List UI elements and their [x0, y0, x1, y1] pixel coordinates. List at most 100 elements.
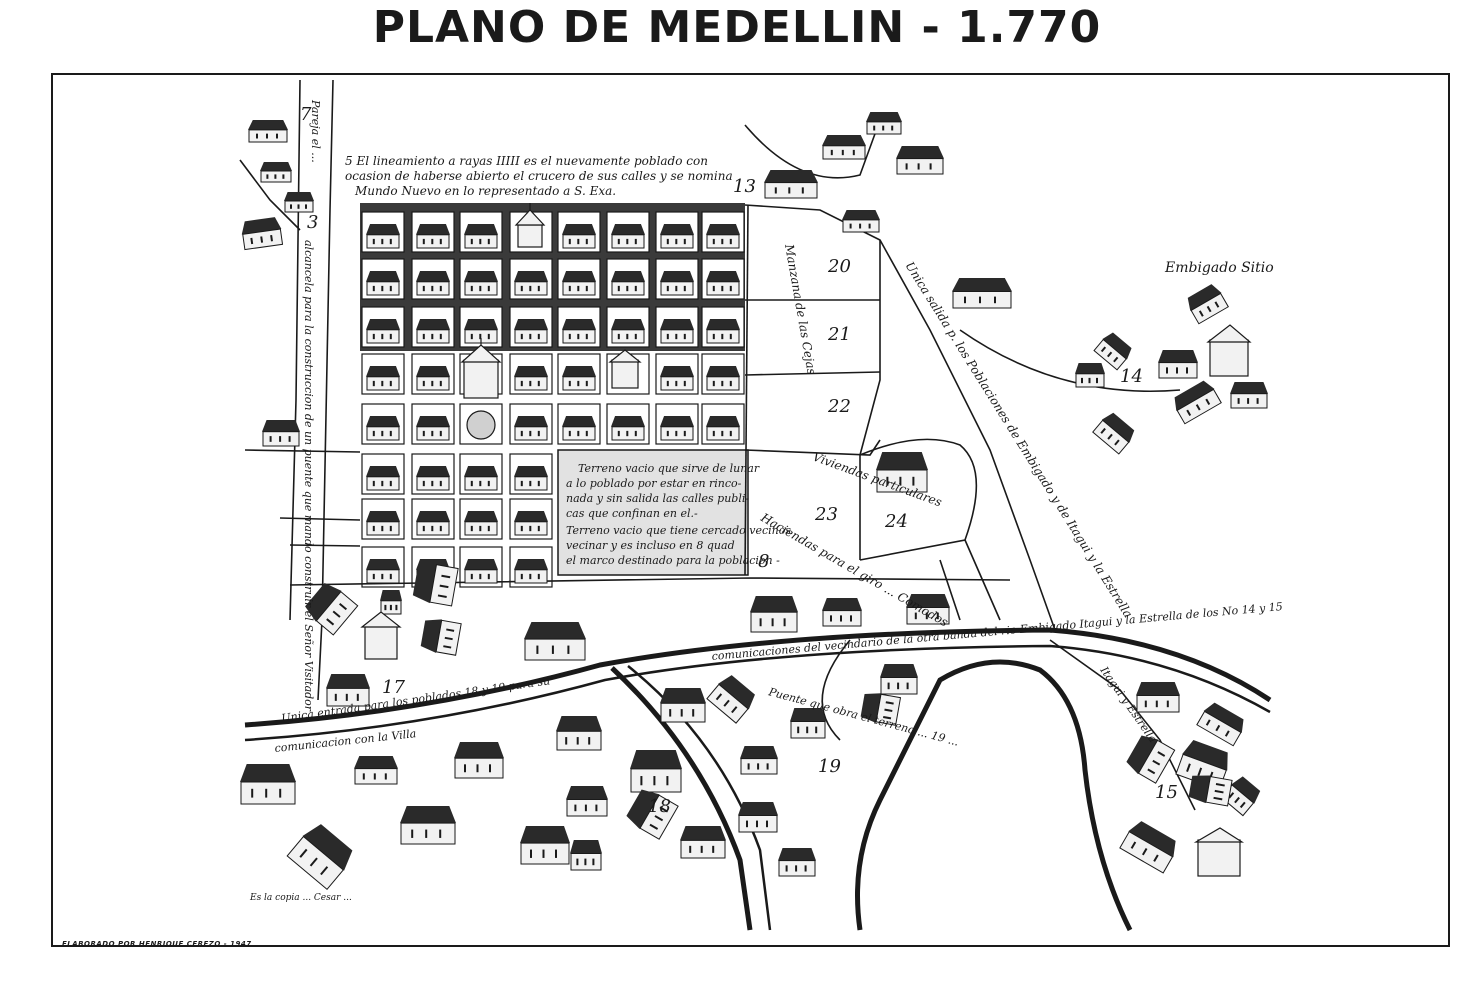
number-8: 8	[758, 551, 769, 572]
house-icon	[326, 674, 370, 707]
number-21: 21	[827, 324, 851, 345]
house-icon	[822, 598, 862, 627]
house-icon	[750, 596, 798, 633]
house-icon	[738, 802, 778, 833]
house-icon	[570, 840, 602, 871]
house-icon	[706, 675, 755, 724]
label-pareja: Pareja el ...	[309, 99, 322, 163]
note-6-line5: Terreno vacio que tiene cercado vecinos	[566, 524, 791, 537]
house-icon	[416, 466, 450, 491]
house-icon	[1136, 682, 1180, 713]
house-icon	[400, 806, 456, 845]
map-frame	[51, 73, 1450, 947]
number-15: 15	[1155, 782, 1178, 803]
house-icon	[286, 824, 353, 891]
house-icon	[706, 224, 740, 249]
number-7: 7	[300, 104, 312, 125]
house-icon	[866, 112, 902, 135]
house-icon	[626, 789, 679, 840]
credit-line: ELABORADO POR HENRIQUE CEREZO - 1947	[62, 940, 252, 948]
house-icon	[420, 619, 462, 656]
note-5-line3: Mundo Nuevo en lo representado a S. Exa.	[354, 184, 616, 198]
house-icon	[556, 716, 602, 751]
note-6-line1: Terreno vacio que sirve de lunar	[578, 462, 760, 475]
house-icon	[416, 416, 450, 441]
number-17: 17	[382, 677, 405, 698]
house-icon	[514, 319, 548, 344]
house-icon	[562, 319, 596, 344]
house-icon	[562, 416, 596, 441]
house-icon	[514, 366, 548, 391]
number-18: 18	[648, 796, 671, 817]
house-icon	[706, 366, 740, 391]
house-icon	[305, 583, 359, 636]
house-icon	[1119, 821, 1176, 874]
label-ermita: alcancela para la construccion de un pue…	[302, 240, 315, 712]
label-envigado-sitio: Embigado Sitio	[1164, 260, 1274, 276]
note-5-line2: ocasion de haberse abierto el crucero de…	[345, 169, 733, 183]
house-icon	[241, 217, 284, 251]
house-icon	[464, 224, 498, 249]
label-unica-entrada: Unica entrada para los poblados 18 y 19 …	[281, 674, 551, 725]
house-icon	[660, 416, 694, 441]
house-icon	[380, 590, 402, 615]
house-icon	[240, 764, 296, 805]
house-icon	[1196, 702, 1244, 747]
house-icon	[1174, 380, 1222, 425]
house-icon	[366, 466, 400, 491]
house-icon	[514, 511, 548, 536]
house-icon	[464, 271, 498, 296]
house-icon	[366, 366, 400, 391]
house-icon	[514, 466, 548, 491]
house-icon	[562, 366, 596, 391]
house-icon	[524, 622, 586, 661]
house-icon	[906, 594, 950, 625]
house-icon	[660, 224, 694, 249]
house-icon	[566, 786, 608, 817]
house-icon	[611, 416, 645, 441]
houses	[240, 112, 1268, 891]
house-icon	[740, 746, 778, 775]
number-3: 3	[307, 212, 318, 233]
house-icon	[416, 511, 450, 536]
note-6-line2: a lo poblado por estar en rinco-	[566, 477, 742, 490]
house-icon	[562, 224, 596, 249]
house-icon	[260, 162, 292, 183]
note-6-line7: el marco destinado para la poblacion -	[566, 554, 780, 567]
house-icon	[366, 559, 400, 584]
map-title: PLANO DE MEDELLIN - 1.770	[372, 2, 1102, 53]
vacant-land-6	[557, 449, 749, 576]
house-icon	[1093, 332, 1132, 371]
number-14: 14	[1120, 366, 1143, 387]
house-icon	[464, 319, 498, 344]
note-5-line1: 5 El lineamiento a rayas IIIII es el nue…	[345, 154, 708, 168]
roads	[239, 79, 1196, 811]
house-icon	[416, 271, 450, 296]
house-icon	[464, 511, 498, 536]
main-road	[244, 627, 1272, 742]
house-icon	[464, 466, 498, 491]
signature: Es la copia ... Cesar ...	[249, 893, 352, 903]
house-icon	[896, 146, 944, 175]
number-24: 24	[884, 511, 908, 532]
house-icon	[284, 192, 314, 213]
house-icon	[366, 416, 400, 441]
house-icon	[842, 210, 880, 233]
house-icon	[262, 420, 300, 447]
house-icon	[876, 452, 928, 493]
note-6-line6: vecinar y es incluso en 8 quad	[566, 539, 735, 552]
house-icon	[660, 271, 694, 296]
house-icon	[952, 278, 1012, 309]
church-icon	[360, 203, 1252, 877]
house-icon	[660, 688, 706, 723]
house-icon	[366, 271, 400, 296]
note-6-line4: cas que confinan en el.-	[566, 507, 698, 520]
house-icon	[860, 693, 902, 726]
number-20: 20	[827, 256, 851, 277]
note-6-line3: nada y sin salida las calles publi-	[566, 492, 749, 505]
house-icon	[454, 742, 504, 779]
house-icon	[1075, 363, 1105, 388]
number-19: 19	[818, 756, 841, 777]
house-icon	[611, 224, 645, 249]
